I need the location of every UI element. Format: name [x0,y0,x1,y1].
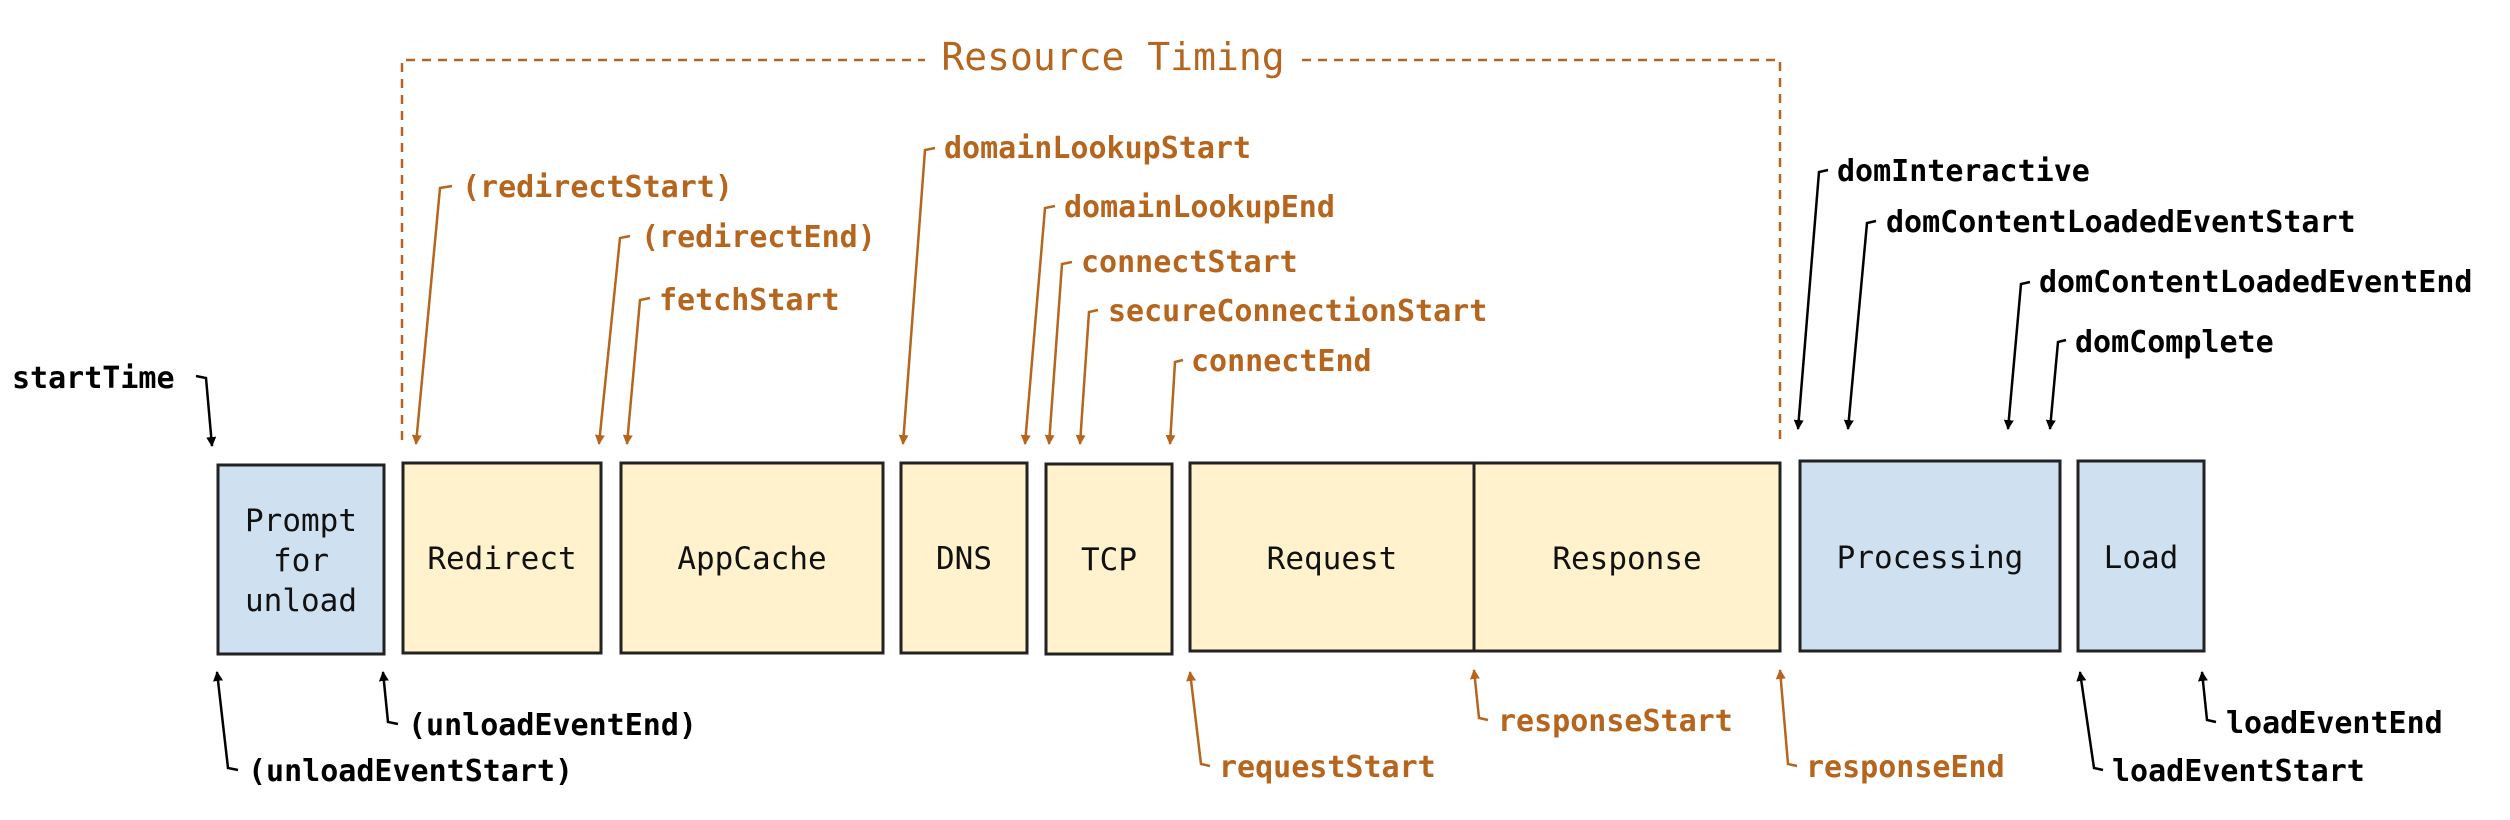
phase-label-line: for [273,543,329,579]
event-unload-event-end: (unloadEventEnd) [378,671,697,743]
event-label: domInteractive [1837,154,2090,189]
event-dom-content-loaded-event-start: domContentLoadedEventStart [1843,205,2356,430]
phase-label-line: unload [245,583,357,619]
event-label: domContentLoadedEventStart [1886,205,2356,240]
phase-label-request: Request [1267,541,1398,577]
phase-label-response: Response [1552,541,1701,577]
phase-tcp: TCP [1044,462,1174,656]
event-dom-content-loaded-event-end: domContentLoadedEventEnd [2003,265,2472,430]
phase-dns: DNS [899,461,1029,655]
event-load-event-start: loadEventStart [2076,671,2365,789]
event-connect-end: connectEnd [1165,344,1372,445]
event-label: loadEventEnd [2226,706,2443,741]
event-label: fetchStart [659,283,840,318]
event-response-start: responseStart [1469,669,1733,739]
event-connect-start: connectStart [1044,245,1298,445]
phase-prompt-for-unload: Prompt for unload [216,463,386,656]
event-dom-interactive: domInteractive [1793,154,2090,430]
phase-label: AppCache [677,541,826,577]
event-label: (unloadEventStart) [248,754,573,789]
event-redirect-end: (redirectEnd) [594,220,876,445]
event-request-start: requestStart [1186,671,1436,785]
event-label: loadEventStart [2112,754,2365,789]
event-fetch-start: fetchStart [622,283,840,445]
event-start-time: startTime [12,361,217,447]
event-label: domainLookupStart [944,131,1251,166]
phase-processing: Processing [1798,459,2062,653]
event-response-end: responseEnd [1775,669,2005,785]
phase-request-response: Request Response [1188,461,1782,653]
event-label: requestStart [1219,750,1436,785]
phase-appcache: AppCache [619,461,885,655]
event-secure-connection-start: secureConnectionStart [1075,294,1487,445]
event-label: connectStart [1081,245,1298,280]
event-label: (redirectEnd) [641,220,876,255]
resource-timing-bracket: Resource Timing [400,35,1782,440]
event-label: connectEnd [1191,344,1372,379]
event-label: responseStart [1498,704,1733,739]
phase-label: Redirect [427,541,576,577]
phase-label: Processing [1837,540,2024,576]
event-label: domainLookupEnd [1064,190,1335,225]
event-label: domComplete [2075,325,2274,360]
resource-timing-title: Resource Timing [941,35,1284,79]
phase-label: DNS [936,541,992,577]
event-domain-lookup-end: domainLookupEnd [1020,190,1335,445]
event-domain-lookup-start: domainLookupStart [898,131,1251,445]
phase-load: Load [2076,459,2206,653]
phase-label-line: Prompt [245,503,357,539]
phase-label: TCP [1081,542,1137,578]
event-redirect-start: (redirectStart) [411,170,733,445]
event-label: responseEnd [1806,750,2005,785]
phase-label: Load [2104,540,2179,576]
event-label: startTime [12,361,175,396]
event-load-event-end: loadEventEnd [2197,671,2443,741]
event-label: (unloadEventEnd) [408,708,697,743]
event-label: (redirectStart) [462,170,733,205]
event-label: domContentLoadedEventEnd [2039,265,2472,300]
phase-redirect: Redirect [401,461,603,655]
event-label: secureConnectionStart [1108,294,1487,329]
event-dom-complete: domComplete [2045,325,2274,430]
event-unload-event-start: (unloadEventStart) [213,671,573,789]
